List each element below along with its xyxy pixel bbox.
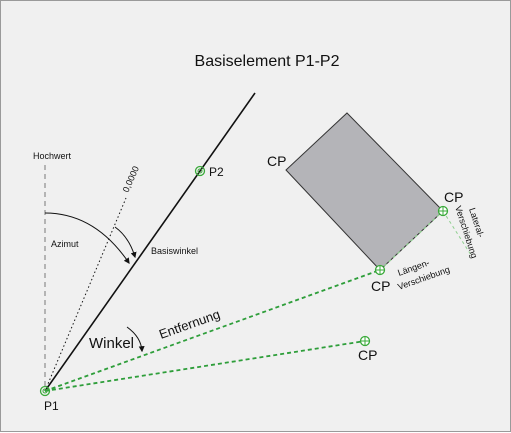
basiswinkel-arc — [114, 226, 137, 259]
azimut-arc — [44, 212, 130, 264]
entfernung-line — [44, 269, 381, 392]
lateral-connector-line — [379, 210, 444, 271]
azimut-label: Azimut — [51, 239, 79, 249]
grey-object-rectangle — [285, 112, 444, 271]
p2-marker — [194, 165, 206, 177]
cp-label-bottom: CP — [371, 278, 390, 294]
p1-marker — [39, 385, 51, 397]
cp-marker-bottom — [374, 264, 386, 276]
cp-label-top-right: CP — [444, 189, 463, 205]
lateral-verschiebung-line — [442, 210, 472, 256]
zero-direction-line — [44, 197, 127, 392]
cp-label-top-left: CP — [267, 153, 286, 169]
cp-label-lower: CP — [358, 347, 377, 363]
cp-marker-right — [437, 205, 449, 217]
p1-label: P1 — [44, 399, 59, 413]
basiswinkel-label: Basiswinkel — [151, 246, 198, 256]
winkel-arc — [126, 326, 145, 353]
cp-marker-lower — [359, 335, 371, 347]
basis-line — [44, 92, 256, 392]
p1-to-cp-line — [44, 340, 366, 392]
hochwert-label: Hochwert — [33, 151, 72, 161]
zero-direction-label: 0,0000 — [121, 165, 141, 194]
diagram-title: Basiselement P1-P2 — [195, 53, 340, 70]
winkel-label: Winkel — [89, 335, 134, 352]
entfernung-label: Entfernung — [157, 306, 222, 341]
p2-label: P2 — [209, 165, 224, 179]
